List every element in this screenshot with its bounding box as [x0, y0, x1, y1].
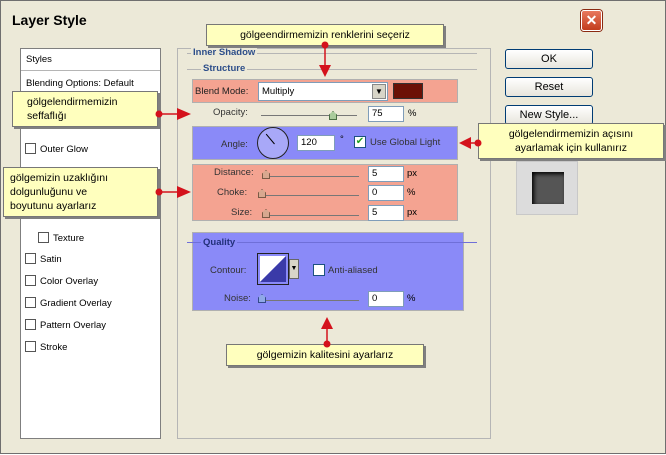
size-unit: px	[407, 207, 418, 218]
contour-dropdown-icon[interactable]: ▼	[289, 259, 299, 279]
checkbox[interactable]	[25, 340, 36, 352]
ok-button[interactable]: OK	[505, 49, 593, 69]
style-item-gradient-overlay[interactable]: Gradient Overlay	[25, 294, 112, 314]
reset-button[interactable]: Reset	[505, 77, 593, 97]
anti-aliased-checkbox[interactable]	[313, 264, 325, 276]
quality-title: Quality	[201, 237, 238, 248]
choke-slider-handle[interactable]	[258, 189, 266, 198]
size-slider-handle[interactable]	[262, 209, 270, 218]
inner-shadow-panel	[177, 48, 491, 439]
blend-mode-label: Blend Mode:	[195, 86, 249, 97]
size-input[interactable]: 5	[368, 205, 404, 221]
inner-shadow-title: Inner Shadow	[191, 47, 258, 58]
choke-input[interactable]: 0	[368, 185, 404, 201]
use-global-light-label: Use Global Light	[370, 137, 441, 148]
size-slider[interactable]	[263, 215, 359, 216]
opacity-slider[interactable]	[261, 115, 357, 116]
arrow-opacity-dot	[155, 110, 163, 118]
opacity-input[interactable]: 75	[368, 106, 404, 122]
arrow-color-dot	[321, 41, 329, 49]
distance-slider[interactable]	[263, 176, 359, 177]
contour-picker[interactable]	[257, 253, 289, 285]
distance-input[interactable]: 5	[368, 166, 404, 182]
noise-label: Noise:	[224, 293, 251, 304]
opacity-slider-handle[interactable]	[329, 111, 337, 120]
style-item-texture[interactable]: Texture	[38, 229, 84, 249]
checkbox[interactable]	[25, 296, 36, 308]
distance-unit: px	[407, 168, 418, 179]
dialog-title: Layer Style	[12, 12, 87, 28]
use-global-light-checkbox[interactable]: ✔	[354, 136, 366, 148]
opacity-unit: %	[408, 108, 417, 119]
choke-unit: %	[407, 187, 416, 198]
noise-slider-handle[interactable]	[258, 294, 266, 303]
arrow-angle-dot	[474, 139, 482, 147]
checkbox[interactable]	[25, 252, 36, 264]
choke-label: Choke:	[217, 187, 248, 198]
style-item-outer-glow[interactable]: Outer Glow	[25, 140, 88, 160]
style-item-stroke[interactable]: Stroke	[25, 338, 67, 358]
callout-color: gölgeendirmemizin renklerini seçeriz	[206, 24, 444, 46]
blend-mode-select[interactable]: Multiply ▼	[258, 82, 388, 101]
angle-input[interactable]: 120	[297, 135, 335, 151]
callout-opacity: gölgelendirmemizin seffaflığı	[12, 91, 158, 127]
divider	[187, 53, 477, 54]
size-label: Size:	[231, 207, 253, 218]
shadow-color-swatch[interactable]	[393, 83, 423, 99]
opacity-label: Opacity:	[213, 107, 248, 118]
angle-label: Angle:	[221, 139, 248, 150]
distance-label: Distance:	[214, 167, 254, 178]
anti-aliased-label: Anti-aliased	[328, 265, 378, 276]
style-item-color-overlay[interactable]: Color Overlay	[25, 272, 98, 292]
distance-slider-handle[interactable]	[262, 170, 270, 179]
arrow-opacity-head	[177, 108, 191, 120]
styles-header[interactable]: Styles	[21, 49, 160, 71]
arrow-quality-head	[321, 317, 333, 329]
style-item-pattern-overlay[interactable]: Pattern Overlay	[25, 316, 106, 336]
style-item-satin[interactable]: Satin	[25, 250, 62, 270]
callout-distance: gölgemizin uzaklığını dolgunluğunu ve bo…	[3, 167, 158, 217]
angle-dial[interactable]	[257, 127, 289, 159]
noise-slider[interactable]	[263, 300, 359, 301]
arrow-distance-dot	[155, 188, 163, 196]
checkbox[interactable]	[25, 318, 36, 330]
arrow-color-head	[319, 65, 331, 77]
noise-input[interactable]: 0	[368, 291, 404, 307]
style-preview	[516, 161, 578, 215]
arrow-quality-dot	[323, 340, 331, 348]
quality-highlight	[192, 232, 464, 311]
arrow-distance-head	[177, 186, 191, 198]
close-button[interactable]: ✕	[581, 10, 602, 31]
choke-slider[interactable]	[263, 195, 359, 196]
checkbox[interactable]	[25, 142, 36, 154]
arrow-angle-head	[459, 137, 471, 149]
close-icon: ✕	[585, 12, 598, 28]
checkbox[interactable]	[25, 274, 36, 286]
divider	[187, 242, 477, 243]
chevron-down-icon: ▼	[372, 84, 386, 99]
structure-title: Structure	[201, 63, 248, 74]
callout-angle: gölgelendirmemizin açısını ayarlamak içi…	[478, 123, 664, 159]
preview-swatch	[532, 172, 564, 204]
noise-unit: %	[407, 293, 416, 304]
checkbox[interactable]	[38, 231, 49, 243]
distance-choke-size-highlight	[192, 164, 458, 221]
contour-label: Contour:	[210, 265, 247, 276]
divider	[187, 69, 477, 70]
angle-unit: °	[340, 134, 344, 145]
